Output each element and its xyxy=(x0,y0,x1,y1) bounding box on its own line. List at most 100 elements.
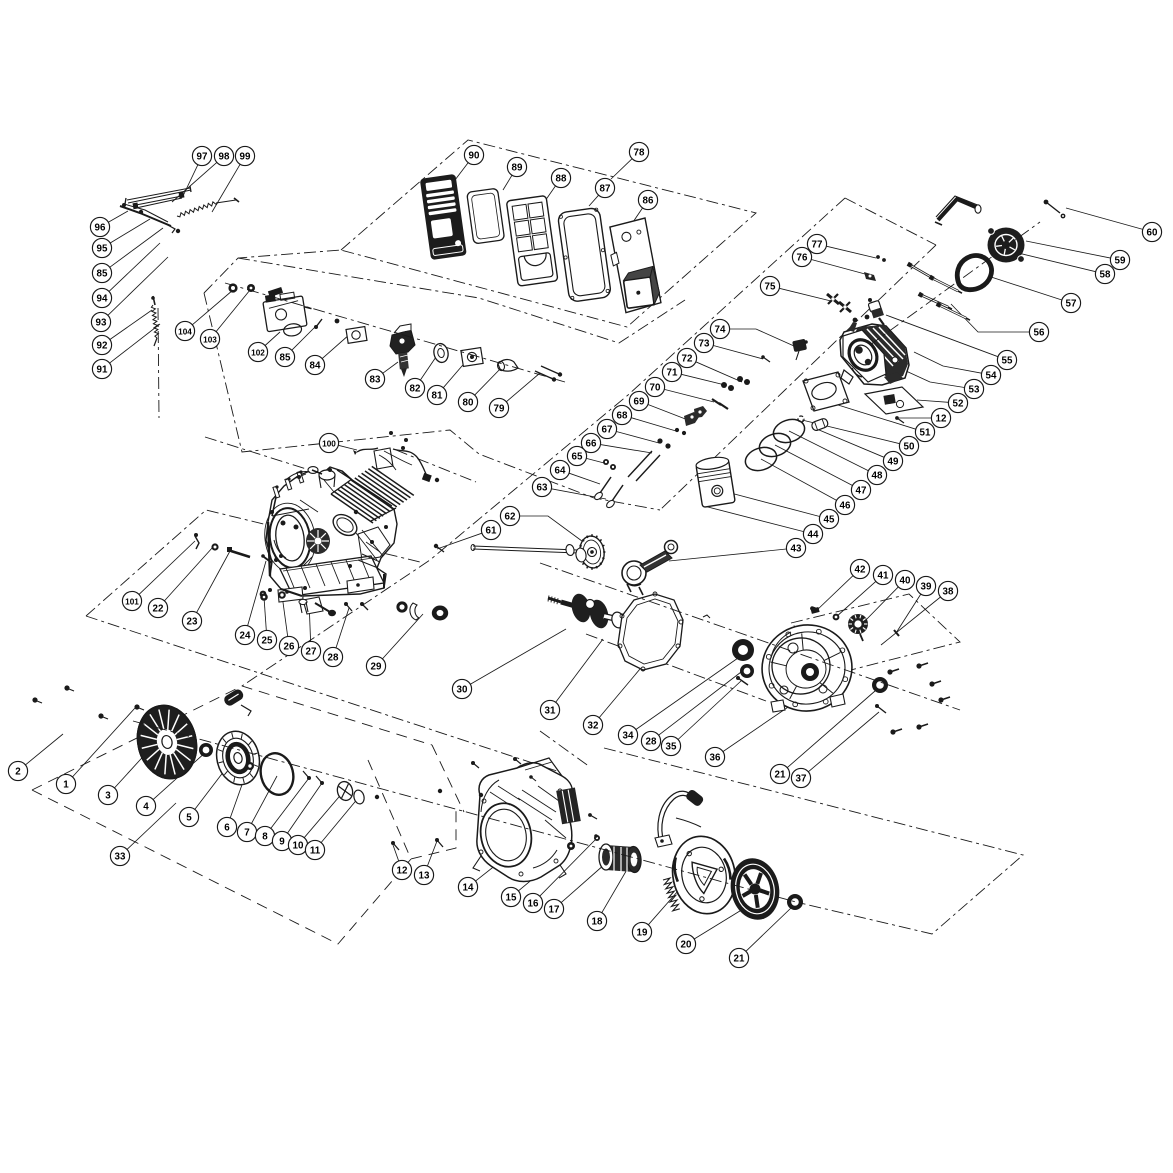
svg-text:58: 58 xyxy=(1100,269,1111,280)
svg-text:45: 45 xyxy=(824,514,835,525)
svg-text:57: 57 xyxy=(1066,298,1077,309)
svg-text:21: 21 xyxy=(734,953,745,964)
svg-text:43: 43 xyxy=(791,543,802,554)
svg-text:86: 86 xyxy=(643,195,654,206)
svg-text:73: 73 xyxy=(699,338,710,349)
svg-text:59: 59 xyxy=(1115,255,1126,266)
svg-text:16: 16 xyxy=(528,898,539,909)
svg-text:3: 3 xyxy=(105,790,111,801)
svg-text:83: 83 xyxy=(370,374,381,385)
svg-text:44: 44 xyxy=(808,529,819,540)
svg-text:41: 41 xyxy=(878,570,889,581)
svg-text:102: 102 xyxy=(251,348,265,357)
svg-text:66: 66 xyxy=(586,438,597,449)
svg-text:15: 15 xyxy=(506,892,517,903)
svg-text:65: 65 xyxy=(572,451,583,462)
svg-text:26: 26 xyxy=(284,641,295,652)
svg-text:28: 28 xyxy=(328,652,339,663)
svg-text:74: 74 xyxy=(715,324,726,335)
svg-text:50: 50 xyxy=(904,441,915,452)
svg-text:42: 42 xyxy=(855,564,866,575)
svg-text:35: 35 xyxy=(666,741,677,752)
svg-text:23: 23 xyxy=(187,616,198,627)
svg-text:96: 96 xyxy=(95,222,106,233)
svg-text:61: 61 xyxy=(486,525,497,536)
svg-text:40: 40 xyxy=(900,575,911,586)
svg-text:54: 54 xyxy=(986,370,997,381)
svg-text:5: 5 xyxy=(186,812,192,823)
svg-text:52: 52 xyxy=(953,398,964,409)
svg-text:104: 104 xyxy=(178,327,192,336)
svg-text:12: 12 xyxy=(397,865,408,876)
svg-text:2: 2 xyxy=(15,766,21,777)
svg-text:72: 72 xyxy=(682,353,693,364)
svg-text:29: 29 xyxy=(371,661,382,672)
svg-text:92: 92 xyxy=(97,340,108,351)
svg-text:33: 33 xyxy=(115,851,126,862)
svg-text:37: 37 xyxy=(796,773,807,784)
svg-text:97: 97 xyxy=(197,151,208,162)
svg-text:22: 22 xyxy=(153,603,164,614)
svg-text:62: 62 xyxy=(505,511,516,522)
svg-text:21: 21 xyxy=(775,769,786,780)
svg-text:103: 103 xyxy=(203,335,217,344)
svg-text:80: 80 xyxy=(463,397,474,408)
svg-text:19: 19 xyxy=(637,927,648,938)
svg-text:7: 7 xyxy=(244,827,250,838)
svg-text:10: 10 xyxy=(293,840,304,851)
svg-text:101: 101 xyxy=(125,597,139,606)
svg-text:38: 38 xyxy=(943,586,954,597)
svg-text:31: 31 xyxy=(545,705,556,716)
svg-text:25: 25 xyxy=(262,635,273,646)
svg-text:63: 63 xyxy=(537,482,548,493)
svg-text:64: 64 xyxy=(555,465,566,476)
svg-text:11: 11 xyxy=(310,845,321,856)
svg-text:94: 94 xyxy=(97,293,108,304)
svg-text:85: 85 xyxy=(97,268,108,279)
svg-text:8: 8 xyxy=(262,831,268,842)
svg-text:56: 56 xyxy=(1034,327,1045,338)
svg-text:4: 4 xyxy=(143,801,149,812)
svg-text:24: 24 xyxy=(240,630,251,641)
svg-text:93: 93 xyxy=(96,317,107,328)
svg-text:47: 47 xyxy=(856,485,867,496)
svg-text:78: 78 xyxy=(634,147,645,158)
svg-text:20: 20 xyxy=(681,939,692,950)
svg-text:84: 84 xyxy=(310,360,321,371)
svg-text:28: 28 xyxy=(646,736,657,747)
svg-text:71: 71 xyxy=(667,367,678,378)
svg-text:91: 91 xyxy=(97,364,108,375)
svg-text:36: 36 xyxy=(710,752,721,763)
svg-text:39: 39 xyxy=(921,581,932,592)
svg-text:30: 30 xyxy=(457,684,468,695)
svg-text:68: 68 xyxy=(617,410,628,421)
svg-text:46: 46 xyxy=(840,500,851,511)
svg-text:67: 67 xyxy=(602,424,613,435)
svg-text:100: 100 xyxy=(322,439,336,448)
svg-text:34: 34 xyxy=(623,730,634,741)
svg-text:12: 12 xyxy=(936,413,947,424)
svg-text:18: 18 xyxy=(592,916,603,927)
svg-text:1: 1 xyxy=(63,779,69,790)
svg-text:85: 85 xyxy=(280,352,291,363)
svg-text:75: 75 xyxy=(765,281,776,292)
svg-text:13: 13 xyxy=(419,870,430,881)
svg-text:98: 98 xyxy=(219,151,230,162)
svg-text:99: 99 xyxy=(240,151,251,162)
svg-text:17: 17 xyxy=(549,904,560,915)
svg-text:81: 81 xyxy=(432,390,443,401)
svg-text:70: 70 xyxy=(650,382,661,393)
svg-text:60: 60 xyxy=(1147,227,1158,238)
svg-text:32: 32 xyxy=(588,720,599,731)
svg-text:49: 49 xyxy=(888,456,899,467)
svg-text:89: 89 xyxy=(512,162,523,173)
svg-text:14: 14 xyxy=(463,882,474,893)
svg-text:9: 9 xyxy=(279,836,285,847)
svg-text:79: 79 xyxy=(494,403,505,414)
svg-text:95: 95 xyxy=(97,243,108,254)
svg-text:51: 51 xyxy=(920,427,931,438)
svg-text:6: 6 xyxy=(224,822,230,833)
svg-text:48: 48 xyxy=(872,470,883,481)
svg-text:88: 88 xyxy=(556,173,567,184)
svg-text:53: 53 xyxy=(969,384,980,395)
